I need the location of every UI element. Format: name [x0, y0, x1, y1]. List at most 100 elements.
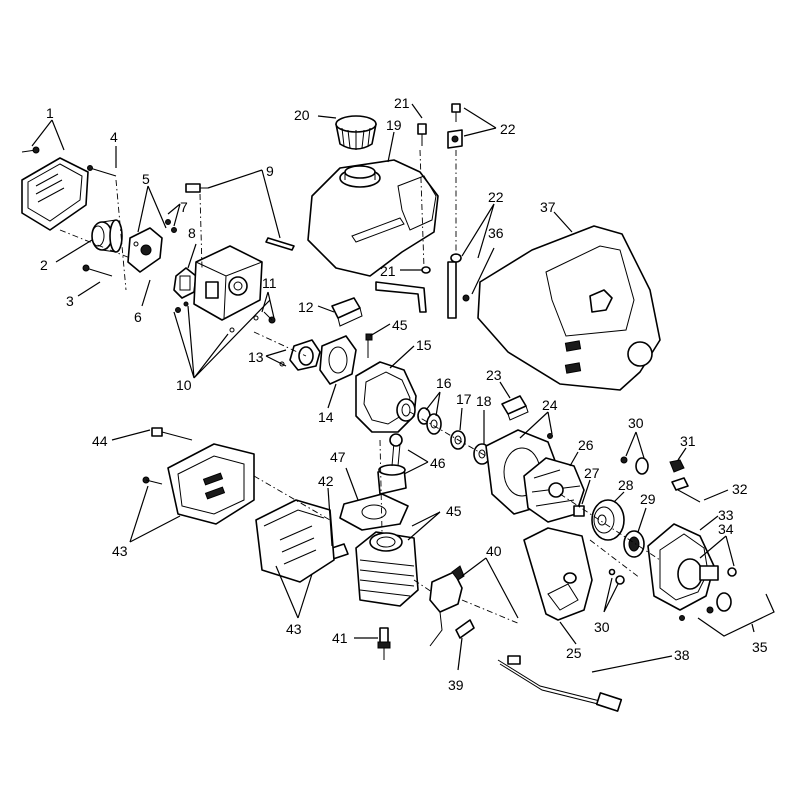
bearings	[417, 407, 442, 435]
callout-3: 3	[66, 293, 74, 309]
callout-43-left: 43	[112, 543, 128, 559]
callout-30-top: 30	[628, 415, 644, 431]
screw-4	[87, 165, 117, 177]
wire-harness	[497, 655, 623, 712]
callout-29: 29	[640, 491, 656, 507]
callout-35: 35	[752, 639, 768, 655]
ignition-clip	[455, 619, 475, 639]
piston-rod	[377, 433, 407, 495]
callout-4: 4	[110, 129, 118, 145]
callout-5: 5	[142, 171, 150, 187]
callout-34: 34	[718, 521, 734, 537]
screw-3	[82, 264, 113, 277]
callout-38: 38	[674, 647, 690, 663]
screw-43	[142, 476, 163, 485]
callout-12: 12	[298, 299, 314, 315]
engine-shroud	[477, 225, 661, 391]
crankcase	[355, 340, 417, 433]
callout-14: 14	[318, 409, 334, 425]
callout-labels: 1 2 3 4 5 6 7 8 9 10 11 12 13 14 15 16 1…	[40, 95, 768, 693]
flywheel	[523, 457, 585, 523]
callout-10: 10	[176, 377, 192, 393]
callout-18: 18	[476, 393, 492, 409]
callout-47: 47	[330, 449, 346, 465]
tank-bracket	[375, 266, 431, 313]
flywheel-nut	[573, 505, 585, 517]
callout-11: 11	[262, 275, 277, 291]
fuel-fitting	[185, 183, 208, 193]
starter-pawls	[608, 456, 649, 585]
callout-9: 9	[266, 163, 274, 179]
bracket-23	[501, 395, 529, 421]
clutch-drum	[591, 499, 625, 541]
starter-pulley	[623, 530, 645, 558]
callout-23: 23	[486, 367, 502, 383]
callout-26: 26	[578, 437, 594, 453]
tank-grommet	[447, 103, 463, 149]
callout-25: 25	[566, 645, 582, 661]
callout-27: 27	[584, 465, 600, 481]
callout-33: 33	[718, 507, 734, 523]
callout-43-bottom: 43	[286, 621, 302, 637]
base-gasket	[339, 493, 409, 531]
callout-40: 40	[486, 543, 502, 559]
callout-22-middle: 22	[488, 189, 504, 205]
screw-36	[462, 294, 470, 302]
leader-lines	[31, 103, 775, 673]
carburetor	[193, 245, 263, 321]
fuel-line	[447, 253, 462, 319]
air-filter-cover	[21, 157, 89, 231]
callout-2: 2	[40, 257, 48, 273]
fuel-cap	[335, 115, 377, 150]
callout-37: 37	[540, 199, 556, 215]
callout-7: 7	[180, 199, 188, 215]
air-filter	[91, 219, 123, 253]
muffler	[255, 499, 335, 583]
intake-gasket	[319, 335, 357, 385]
assembly-lines	[59, 149, 661, 625]
ignition-module	[429, 565, 465, 647]
cylinder	[355, 531, 419, 607]
spacer-12	[331, 297, 363, 327]
fuel-tank	[307, 159, 439, 277]
screws-10	[175, 301, 235, 333]
callout-16: 16	[436, 375, 452, 391]
callout-36: 36	[488, 225, 504, 241]
callout-46: 46	[430, 455, 446, 471]
callout-24: 24	[542, 397, 558, 413]
carburetor-screws	[253, 311, 276, 324]
throttle-rod	[265, 237, 295, 251]
carburetor-gasket	[173, 267, 197, 299]
intake-manifold	[279, 339, 321, 371]
callout-8: 8	[188, 225, 196, 241]
callout-45-middle: 45	[446, 503, 462, 519]
callout-32: 32	[732, 481, 748, 497]
rope-guide	[679, 592, 732, 621]
spark-plug	[377, 627, 391, 660]
callout-30-bottom: 30	[594, 619, 610, 635]
callout-45-top: 45	[392, 317, 408, 333]
callout-28: 28	[618, 477, 634, 493]
callout-19: 19	[386, 117, 402, 133]
callout-41: 41	[332, 630, 348, 646]
bolt-44	[151, 427, 193, 441]
muffler-shield	[167, 443, 255, 525]
callout-21-bottom: 21	[380, 263, 396, 279]
callout-15: 15	[416, 337, 432, 353]
cover-screw	[21, 146, 40, 154]
nut-31	[669, 459, 685, 473]
starter-housing	[647, 523, 737, 611]
callout-21-top: 21	[394, 95, 410, 111]
callout-44: 44	[92, 433, 108, 449]
air-filter-base	[127, 219, 177, 273]
callout-31: 31	[680, 433, 696, 449]
screw-45	[365, 333, 373, 341]
callout-22-top: 22	[500, 121, 516, 137]
callout-17: 17	[456, 391, 472, 407]
callout-13: 13	[248, 349, 264, 365]
deflector	[523, 527, 593, 621]
callout-1: 1	[46, 105, 54, 121]
callout-20: 20	[294, 107, 310, 123]
callout-6: 6	[134, 309, 142, 325]
